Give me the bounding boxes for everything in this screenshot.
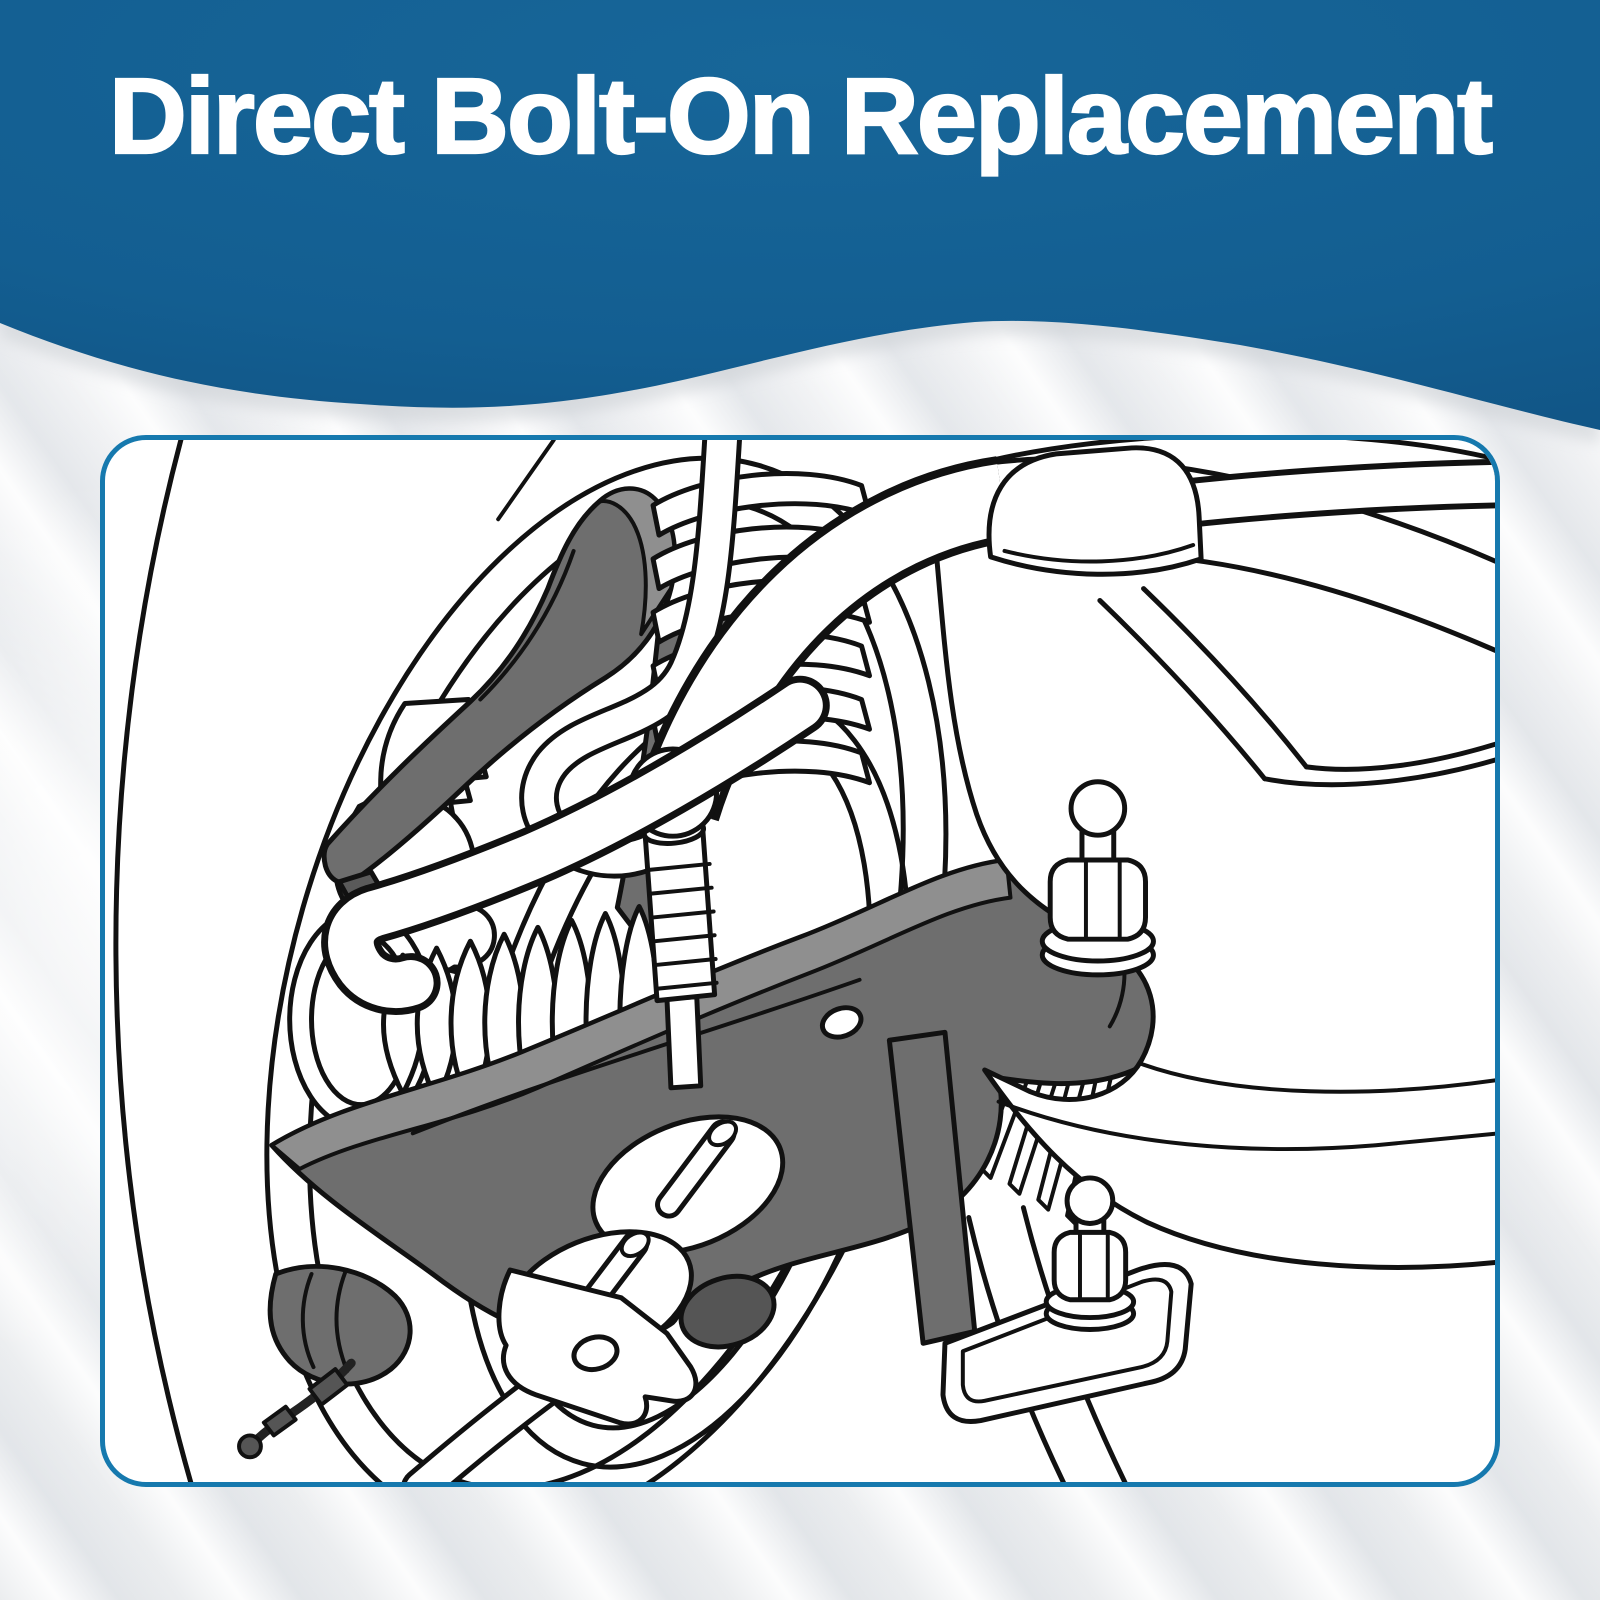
arm-dark-hole bbox=[678, 1273, 777, 1350]
stud-bolt-1 bbox=[655, 1119, 739, 1219]
frame-bolt-upper bbox=[1039, 779, 1156, 978]
wave-blue bbox=[0, 0, 1600, 430]
abs-sensor-wire bbox=[237, 1358, 356, 1460]
arm-small-hole bbox=[819, 1005, 864, 1040]
axle-end bbox=[267, 1263, 413, 1387]
tire-arcs bbox=[113, 440, 194, 1482]
product-illustration-card bbox=[100, 435, 1500, 1487]
header-wave-banner bbox=[0, 0, 1600, 444]
suspension-illustration bbox=[113, 440, 1495, 1482]
frame-bolt-lower bbox=[1043, 1175, 1137, 1332]
stray-cable bbox=[496, 440, 556, 522]
page-title: Direct Bolt-On Replacement bbox=[108, 55, 1494, 176]
knuckle-bracket bbox=[496, 1267, 699, 1427]
front-brake-line bbox=[321, 675, 830, 1015]
sway-bar-bushing bbox=[986, 445, 1204, 577]
